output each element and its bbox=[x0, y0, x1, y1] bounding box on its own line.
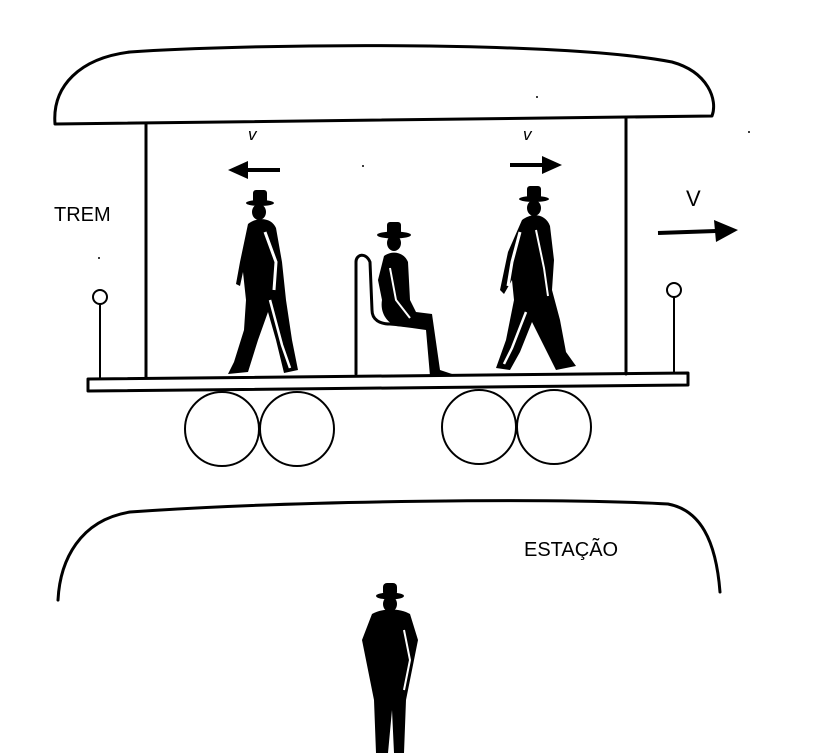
station-label: ESTAÇÃO bbox=[524, 537, 618, 561]
station-roof bbox=[56, 499, 722, 602]
train-label: TREM bbox=[54, 204, 111, 226]
train-velocity-label: V bbox=[686, 186, 701, 211]
arrow-right-icon bbox=[510, 156, 562, 174]
train-car bbox=[53, 44, 716, 467]
seated-man-figure bbox=[354, 222, 452, 376]
walking-man-left-figure bbox=[228, 190, 298, 374]
wheel-1 bbox=[184, 391, 260, 467]
scan-specks bbox=[98, 96, 750, 727]
walking-man-right-figure bbox=[496, 186, 576, 370]
train-velocity-arrow-icon bbox=[657, 220, 738, 242]
lamp-post-left bbox=[92, 289, 108, 379]
wheel-2 bbox=[259, 391, 335, 467]
train-roof bbox=[53, 44, 716, 126]
lamp-post-right bbox=[666, 282, 682, 373]
wheel-4 bbox=[516, 389, 592, 465]
velocity-label-right: v bbox=[523, 125, 533, 144]
train-floor bbox=[86, 371, 690, 393]
standing-observer-figure bbox=[362, 583, 418, 753]
velocity-label-left: v bbox=[248, 125, 258, 144]
arrow-left-icon bbox=[228, 161, 280, 179]
wheel-3 bbox=[441, 389, 517, 465]
